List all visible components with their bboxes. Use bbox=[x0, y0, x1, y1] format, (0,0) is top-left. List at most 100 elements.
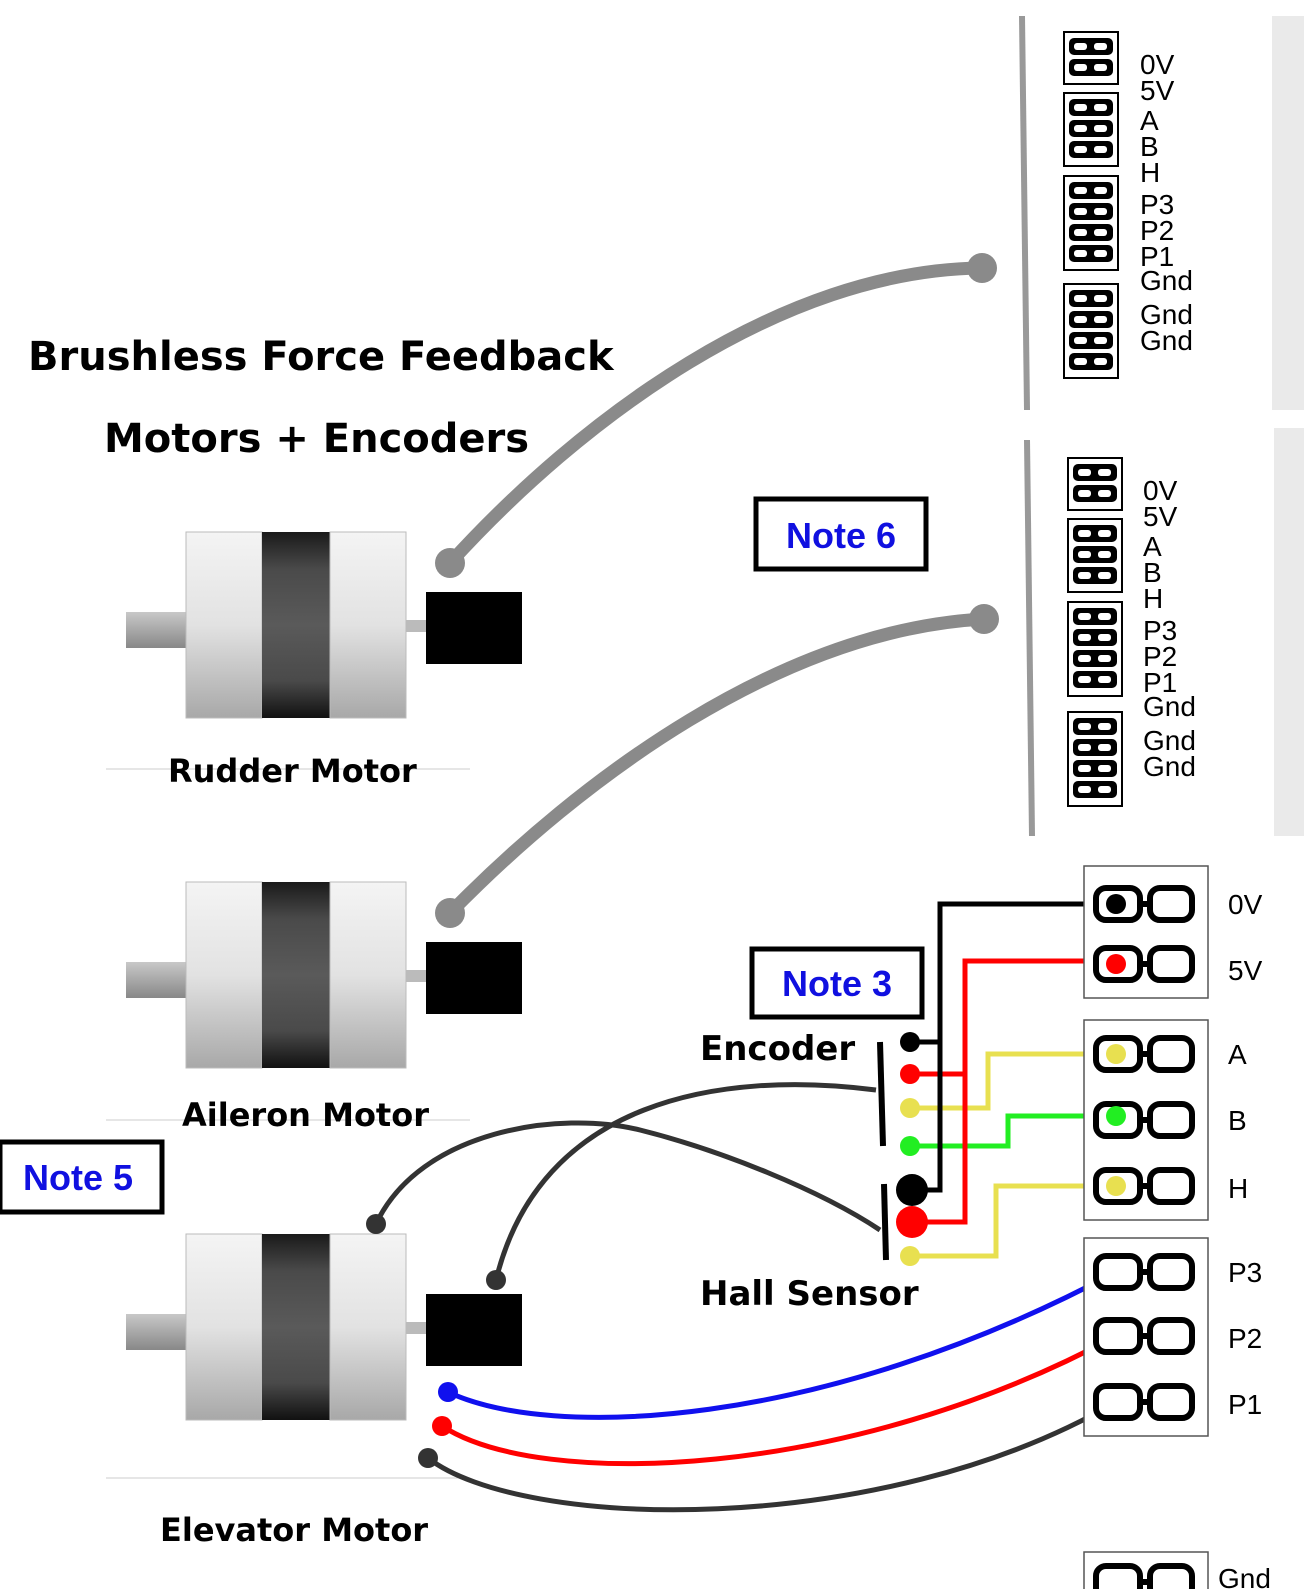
pin-label: P2 bbox=[1228, 1323, 1262, 1354]
header-pin bbox=[1069, 353, 1113, 370]
pin-dot bbox=[1106, 954, 1126, 974]
note5-box bbox=[0, 1139, 165, 1215]
pin-label: H bbox=[1228, 1173, 1248, 1204]
header-pin bbox=[1069, 59, 1113, 76]
title-line2: Motors + Encoders bbox=[104, 416, 529, 462]
header-pin bbox=[1069, 224, 1113, 241]
encoder-wires bbox=[900, 901, 1116, 1156]
note5-text: Note 5 bbox=[23, 1157, 133, 1198]
header-pin bbox=[1069, 38, 1113, 55]
hall-sensor-label: Hall Sensor bbox=[700, 1274, 919, 1314]
large-header-labels: 0V 5V A B H P3 P2 P1 Gnd bbox=[1218, 889, 1271, 1589]
header-pin bbox=[1073, 760, 1117, 777]
pin-label: P3 bbox=[1228, 1257, 1262, 1288]
pin-label: 5V bbox=[1143, 501, 1178, 532]
header-pin bbox=[1073, 650, 1117, 667]
header-pin bbox=[1073, 485, 1117, 502]
header-pin bbox=[1073, 671, 1117, 688]
aileron-cable-plug bbox=[969, 604, 999, 634]
pin-dot bbox=[1106, 1176, 1126, 1196]
header-pin bbox=[1073, 781, 1117, 798]
pin-label: Gnd bbox=[1143, 691, 1196, 722]
pin-label: 0V bbox=[1228, 889, 1263, 920]
pin-dot bbox=[1106, 1106, 1126, 1126]
rudder-cable bbox=[443, 261, 989, 570]
encoder-cable bbox=[493, 1082, 877, 1281]
pin-label: B bbox=[1143, 557, 1162, 588]
header-pin bbox=[1069, 245, 1113, 262]
pin-label: 0V bbox=[1140, 49, 1175, 80]
header-pin bbox=[1073, 464, 1117, 481]
pin-label: H bbox=[1140, 157, 1160, 188]
upper-header bbox=[1063, 31, 1119, 379]
middle-header-labels: 0V 5V A B H P3 P2 P1 Gnd Gnd Gnd bbox=[1143, 475, 1196, 782]
rudder-cable-end bbox=[435, 548, 465, 578]
middle-header bbox=[1067, 457, 1123, 807]
encoder-cable-end bbox=[486, 1270, 506, 1290]
pin-label: P2 bbox=[1140, 215, 1174, 246]
pin-label: P1 bbox=[1143, 667, 1177, 698]
note6-box bbox=[753, 496, 929, 572]
title-line1: Brushless Force Feedback bbox=[28, 334, 615, 380]
header-pin bbox=[1069, 141, 1113, 158]
rudder-motor-label: Rudder Motor bbox=[168, 752, 417, 790]
pin-label: B bbox=[1228, 1105, 1247, 1136]
encoder-label: Encoder bbox=[700, 1029, 855, 1069]
header-pin bbox=[1069, 99, 1113, 116]
pin-label: A bbox=[1140, 105, 1159, 136]
note3-text: Note 3 bbox=[782, 963, 892, 1004]
header-pin bbox=[1073, 546, 1117, 563]
encoder-bar bbox=[877, 1041, 886, 1147]
header-pin bbox=[1069, 332, 1113, 349]
middle-board-strip bbox=[1274, 428, 1304, 836]
hall-cable bbox=[373, 1120, 882, 1233]
aileron-cable-end bbox=[435, 898, 465, 928]
pin-label: Gnd bbox=[1140, 299, 1193, 330]
pin-label: 0V bbox=[1143, 475, 1178, 506]
elevator-motor-label: Elevator Motor bbox=[160, 1511, 428, 1549]
aileron-motor-label: Aileron Motor bbox=[182, 1096, 429, 1134]
note3-box bbox=[749, 946, 925, 1020]
pin-label: P3 bbox=[1143, 615, 1177, 646]
pin-label: Gnd bbox=[1143, 725, 1196, 756]
header-pin bbox=[1073, 739, 1117, 756]
pin-label: H bbox=[1143, 583, 1163, 614]
pin-label: 5V bbox=[1228, 955, 1263, 986]
pin-label: A bbox=[1228, 1039, 1247, 1070]
large-header bbox=[1083, 865, 1209, 1589]
note6-text: Note 6 bbox=[786, 515, 896, 556]
pin-label: P1 bbox=[1228, 1389, 1262, 1420]
pin-dot bbox=[1106, 894, 1126, 914]
pin-label: Gnd bbox=[1140, 325, 1193, 356]
upper-board-edge bbox=[1019, 15, 1030, 411]
pin-label: Gnd bbox=[1218, 1563, 1271, 1589]
upper-header-labels: 0V 5V A B H P3 P2 P1 Gnd Gnd Gnd bbox=[1140, 49, 1193, 356]
upper-board-strip bbox=[1272, 16, 1304, 410]
pin-label: Gnd bbox=[1140, 265, 1193, 296]
header-pin bbox=[1069, 182, 1113, 199]
pin-label: Gnd bbox=[1143, 751, 1196, 782]
pin-dot bbox=[1106, 1044, 1126, 1064]
header-pin bbox=[1073, 718, 1117, 735]
header-pin bbox=[1073, 567, 1117, 584]
middle-board-edge bbox=[1024, 439, 1035, 837]
pin-label: B bbox=[1140, 131, 1159, 162]
header-pin bbox=[1069, 311, 1113, 328]
pin-label: P3 bbox=[1140, 189, 1174, 220]
hall-sensor-bar bbox=[881, 1183, 889, 1261]
aileron-cable bbox=[443, 612, 991, 920]
hall-cable-end bbox=[366, 1214, 386, 1234]
pin-label: 5V bbox=[1140, 75, 1175, 106]
pin-label: P1 bbox=[1140, 241, 1174, 272]
header-pin bbox=[1073, 608, 1117, 625]
header-pin bbox=[1069, 120, 1113, 137]
header-pin bbox=[1073, 525, 1117, 542]
elevator-motor bbox=[125, 1233, 523, 1421]
hall-wires bbox=[896, 1042, 1116, 1266]
pin-label: P2 bbox=[1143, 641, 1177, 672]
pin-label: A bbox=[1143, 531, 1162, 562]
header-pin bbox=[1069, 290, 1113, 307]
rudder-cable-plug bbox=[967, 253, 997, 283]
header-pin bbox=[1069, 203, 1113, 220]
